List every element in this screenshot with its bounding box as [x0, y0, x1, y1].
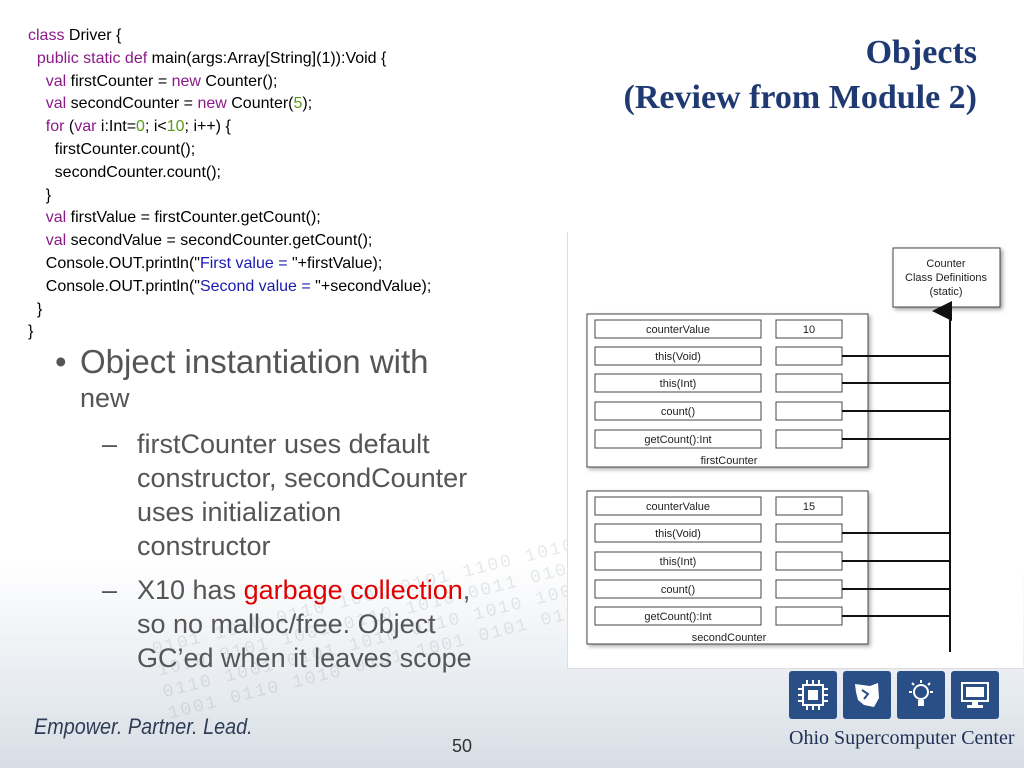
monitor-icon [951, 671, 999, 719]
code-token-number: 5 [293, 95, 303, 113]
class-definitions-box: Counter Class Definitions (static) [892, 247, 1001, 308]
code-token [28, 95, 46, 112]
class-box-line: Counter [926, 258, 965, 270]
code-token: ); [302, 95, 313, 113]
bullet-main-text: Object instantiation with [80, 343, 429, 380]
sub-bullet-1-line: constructor, secondCounter [137, 463, 468, 493]
code-token-keyword: val [45, 72, 67, 90]
code-token: secondCounter.count(); [28, 163, 221, 181]
object-diagram: Counter Class Definitions (static) count… [567, 232, 1023, 669]
code-token: Counter( [226, 95, 294, 113]
code-token-keyword: new [197, 95, 227, 113]
code-token-string: Second value = [199, 277, 316, 295]
sub-bullet-2-line: so no malloc/free. Object [137, 609, 436, 639]
title-line-2: (Review from Module 2) [623, 79, 977, 116]
code-token: "+firstValue); [292, 254, 383, 272]
code-token: firstCounter.count(); [28, 140, 196, 158]
org-name: Ohio Supercomputer Center [789, 727, 1015, 749]
code-token-string: First value = [199, 254, 292, 272]
method-label: this(Int) [660, 556, 697, 568]
bullet-list: • Object instantiation with new – firstC… [55, 343, 565, 675]
object-name: firstCounter [701, 455, 758, 467]
ohio-map-icon [843, 671, 891, 719]
code-token: secondValue = secondCounter.getCount(); [66, 232, 373, 250]
code-token [28, 118, 46, 135]
garbage-collection-highlight: garbage collection [243, 575, 463, 605]
slide-title: Objects (Review from Module 2) [624, 30, 977, 120]
osc-logo-tiles [789, 671, 999, 719]
sub-bullet-1: – firstCounter uses default constructor,… [55, 427, 565, 563]
code-token-keyword: val [45, 209, 67, 227]
first-counter-pointers [842, 355, 950, 440]
second-counter-pointers [842, 532, 950, 617]
sub-bullet-2-line: X10 has garbage collection, [137, 573, 565, 607]
chip-icon [789, 671, 837, 719]
lightbulb-icon [897, 671, 945, 719]
first-counter-object: counterValue 10 this(Void) this(Int) cou… [586, 313, 869, 468]
code-token-number: 10 [166, 118, 185, 136]
code-token: Console.OUT.println(" [28, 277, 200, 295]
method-label: this(Void) [655, 351, 701, 363]
code-token-number: 0 [136, 118, 145, 136]
bullet-main: • Object instantiation with new [55, 343, 565, 417]
method-label: getCount():Int [644, 434, 711, 446]
sub-bullet-2: – X10 has garbage collection, so no mall… [55, 573, 565, 675]
field-label: counterValue [646, 501, 710, 513]
code-token-keyword: val [45, 232, 67, 250]
class-box-line: Class Definitions [905, 272, 987, 284]
method-label: this(Int) [660, 378, 697, 390]
second-counter-object: counterValue 15 this(Void) this(Int) cou… [586, 490, 869, 645]
object-name: secondCounter [692, 632, 767, 644]
code-token: ; i++) { [184, 118, 231, 136]
field-value: 10 [803, 324, 815, 336]
page-number: 50 [452, 736, 473, 756]
sub-bullet-2-line: GC’ed when it leaves scope [137, 643, 472, 673]
method-label: count() [661, 584, 695, 596]
footer-tagline: Empower. Partner. Lead. [34, 714, 253, 739]
code-token-keyword: class [28, 27, 65, 44]
method-label: this(Void) [655, 528, 701, 540]
code-token: } [28, 323, 34, 341]
code-token [28, 232, 46, 249]
title-line-1: Objects [865, 34, 977, 71]
code-token: firstCounter = [66, 72, 172, 90]
bullet-dot: • [55, 343, 67, 380]
code-token: firstValue = firstCounter.getCount(); [66, 209, 321, 227]
code-token-keyword: val [45, 95, 67, 113]
code-token: "+secondValue); [315, 277, 432, 295]
method-label: getCount():Int [644, 611, 711, 623]
code-listing: class Driver { public static def main(ar… [28, 25, 431, 344]
code-token: main(args:Array[String](1)):Void { [147, 49, 387, 67]
code-token: ( [64, 118, 75, 136]
code-token: ; i< [144, 118, 167, 136]
code-token: } [28, 186, 52, 204]
field-label: counterValue [646, 324, 710, 336]
object-diagram-svg: Counter Class Definitions (static) count… [586, 247, 1001, 652]
code-token [28, 73, 46, 90]
sub-bullet-1-line: constructor [137, 531, 271, 561]
sub-bullet-dash: – [102, 575, 118, 605]
bullet-main-cont: new [80, 383, 130, 413]
code-token-keyword: public static def [36, 49, 148, 67]
code-token-keyword: for [45, 118, 65, 136]
sub-bullet-1-line: firstCounter uses default [137, 429, 430, 459]
field-value: 15 [803, 501, 815, 513]
method-label: count() [661, 406, 695, 418]
code-token: Counter(); [200, 72, 278, 90]
sub-bullet-2-pre: X10 has [137, 575, 244, 605]
code-token: Console.OUT.println(" [28, 254, 200, 272]
code-token [28, 209, 46, 226]
sub-bullet-1-line: uses initialization [137, 497, 342, 527]
code-token: Driver { [64, 27, 122, 44]
sub-bullet-dash: – [102, 429, 118, 459]
sub-bullet-2-post: , [462, 575, 471, 605]
code-token-keyword: new [171, 72, 201, 90]
code-token [28, 50, 37, 67]
code-token: secondCounter = [66, 95, 198, 113]
code-token-keyword: var [74, 118, 97, 136]
code-token: i:Int= [96, 118, 137, 136]
class-box-line: (static) [930, 286, 963, 298]
code-token: } [28, 300, 43, 318]
